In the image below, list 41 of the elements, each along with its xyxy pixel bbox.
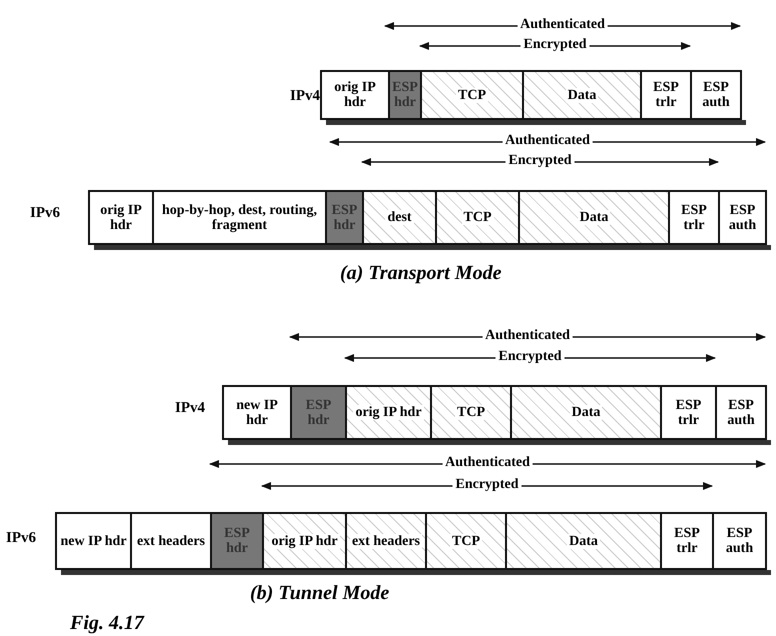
header-field: ESP auth — [712, 512, 767, 570]
header-field: new IP hdr — [222, 385, 292, 440]
encrypted-field: TCP — [435, 190, 520, 245]
encrypted-field: orig IP hdr — [345, 385, 432, 440]
encrypted-field: TCP — [425, 512, 507, 570]
span-label: Encrypted — [520, 37, 590, 53]
encrypted-field: TCP — [430, 385, 512, 440]
row-label: IPv6 — [6, 530, 36, 547]
header-field: new IP hdr — [55, 512, 132, 570]
span-label: Encrypted — [496, 349, 564, 365]
row-label: IPv6 — [30, 205, 60, 222]
encrypted-field: ext headers — [345, 512, 427, 570]
encrypted-field: dest — [362, 190, 437, 245]
caption: (b) Tunnel Mode — [250, 582, 390, 605]
header-field: orig IP hdr — [88, 190, 154, 245]
header-field: ext headers — [130, 512, 212, 570]
esp-header-field: ESP hdr — [210, 512, 264, 570]
esp-header-field: ESP hdr — [290, 385, 347, 440]
row-label: IPv4 — [175, 400, 205, 417]
header-field: ESP trlr — [668, 190, 720, 245]
encrypted-field: Data — [522, 70, 642, 120]
header-field: ESP trlr — [660, 385, 717, 440]
header-field: ESP auth — [715, 385, 767, 440]
header-field: hop-by-hop, dest, routing, fragment — [152, 190, 327, 245]
span-label: Encrypted — [506, 153, 574, 169]
span-label: Encrypted — [452, 477, 522, 493]
encrypted-field: TCP — [420, 70, 524, 120]
esp-header-field: ESP hdr — [388, 70, 422, 120]
caption: Fig. 4.17 — [70, 612, 144, 635]
header-field: ESP trlr — [660, 512, 714, 570]
row-label: IPv4 — [290, 88, 320, 105]
header-field: ESP auth — [718, 190, 767, 245]
encrypted-field: Data — [505, 512, 662, 570]
encrypted-field: Data — [510, 385, 662, 440]
encrypted-field: Data — [518, 190, 670, 245]
header-field: ESP auth — [690, 70, 742, 120]
caption: (a) Transport Mode — [340, 262, 502, 285]
esp-header-field: ESP hdr — [325, 190, 364, 245]
encrypted-field: orig IP hdr — [262, 512, 347, 570]
header-field: orig IP hdr — [320, 70, 390, 120]
header-field: ESP trlr — [640, 70, 692, 120]
